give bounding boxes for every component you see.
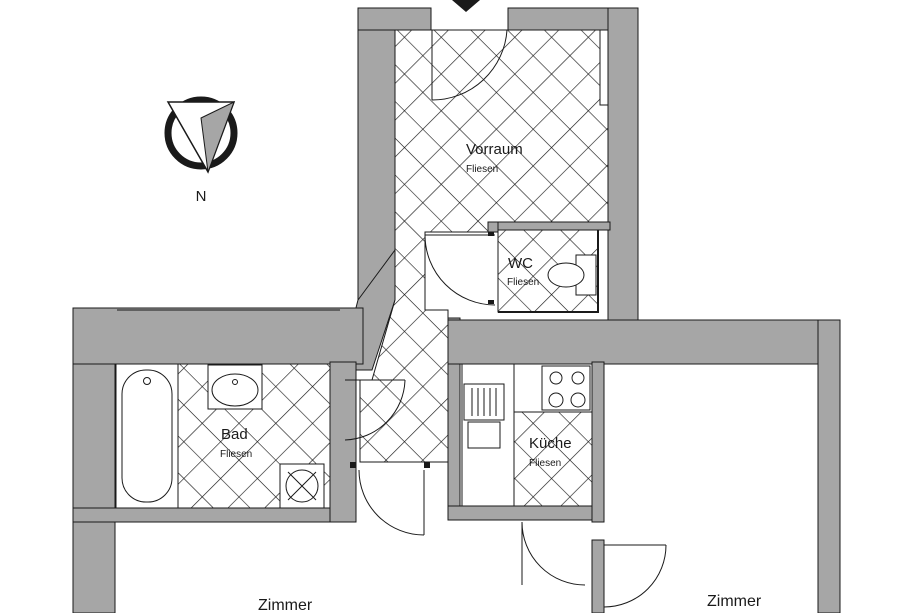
room-vorraum-material: Fliesen: [466, 164, 498, 175]
wall-above-bath: [72, 307, 364, 365]
wc-door[interactable]: [424, 234, 496, 306]
sink-icon: [463, 383, 505, 449]
wall-wc-left: [487, 221, 499, 233]
door-hinges: [350, 232, 494, 468]
room-vorraum-name: Vorraum: [466, 141, 523, 158]
doors: [344, 29, 667, 608]
room-zimmer-left-name: Zimmer: [258, 597, 313, 613]
room-zimmer-right-name: Zimmer: [707, 593, 762, 610]
room-wc-name: WC: [508, 255, 533, 272]
room-kueche-material: Fliesen: [529, 458, 561, 469]
wall-right-main: [447, 319, 841, 365]
stove-icon: [541, 365, 591, 411]
wall-wc-top: [487, 221, 611, 231]
washbasin-icon: [207, 364, 263, 410]
entrance-door[interactable]: [431, 29, 508, 101]
compass: N: [164, 96, 238, 205]
wall-below-kitchen: [447, 505, 599, 521]
wall-outer-right: [817, 319, 841, 613]
room-bad-name: Bad: [221, 426, 248, 443]
wall-kitchen-right: [591, 361, 605, 523]
room-wc-material: Fliesen: [507, 277, 539, 288]
room-kueche-name: Küche: [529, 435, 572, 452]
wc-partition: [498, 230, 599, 313]
fixtures: [115, 254, 597, 509]
wall-below-bath: [72, 507, 344, 523]
compass-label: N: [196, 188, 207, 205]
toilet-icon: [547, 254, 597, 296]
room-labels: Vorraum Fliesen WC Fliesen Bad Fliesen K…: [220, 141, 762, 613]
room-bad-material: Fliesen: [220, 449, 252, 460]
kitchen-door[interactable]: [521, 521, 586, 586]
wall-top-left: [357, 7, 432, 31]
room-left-door[interactable]: [358, 469, 425, 536]
wall-between-rooms: [591, 539, 605, 613]
entrance-arrow-icon: [452, 0, 480, 12]
shower-drain-icon: [279, 463, 325, 509]
wall-corridor-right: [607, 7, 639, 325]
bathtub-icon: [115, 363, 179, 509]
wall-bath-door-post: [329, 361, 357, 523]
room-right-door[interactable]: [603, 544, 667, 608]
bath-door[interactable]: [344, 379, 406, 441]
